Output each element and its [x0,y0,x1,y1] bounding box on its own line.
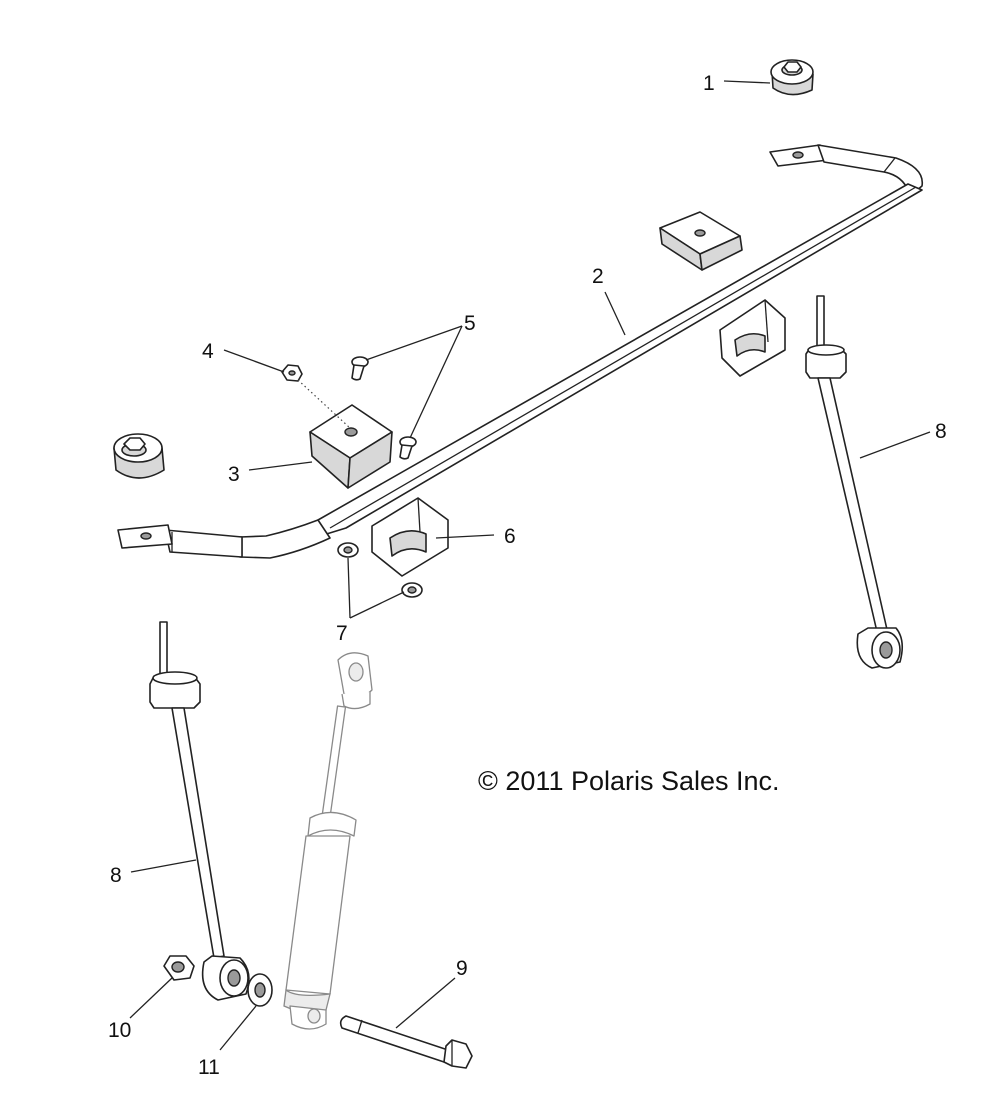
leader-8-right [859,431,931,459]
washer-part-11 [247,973,273,1007]
callout-6: 6 [504,525,516,548]
leader-6 [435,534,495,539]
bushing-part-1 [770,59,814,96]
clamp-lower-right [719,299,786,377]
shock-absorber [283,652,373,1030]
callout-8-left: 8 [110,864,122,887]
leader-4-dotted [297,379,351,429]
callout-8-right: 8 [935,420,947,443]
callout-2: 2 [592,265,604,288]
callout-9: 9 [456,957,468,980]
copyright-notice: © 2011 Polaris Sales Inc. [478,766,780,796]
leader-3 [248,461,313,471]
screw-part-5-lower [399,436,417,460]
leader-7-b [349,591,405,619]
callout-3: 3 [228,463,240,486]
callout-1: 1 [703,72,715,95]
stabilizer-bar-part-2 [117,144,924,559]
bolt-part-9 [339,1015,473,1069]
nut-part-4 [281,364,303,382]
bushing-left [113,433,165,479]
clamp-part-3 [309,404,393,489]
callout-labels: 1 2 3 4 5 6 7 8 8 9 10 11 [108,72,947,1079]
callout-4: 4 [202,340,214,363]
washer-part-7-a [337,542,359,558]
clamp-part-6 [371,497,449,577]
callout-11: 11 [198,1056,220,1079]
leader-lines [129,80,931,1051]
callout-7: 7 [336,622,348,645]
leader-5-a [365,325,463,361]
nut-part-10 [163,955,195,981]
leader-9 [395,977,456,1029]
leader-4 [223,349,285,373]
leader-11 [219,1005,257,1051]
leader-2 [604,291,626,336]
clamp-upper-right [659,211,743,271]
leader-7-a [347,557,351,619]
stabilizer-link-left [149,621,250,1001]
leader-1 [723,80,771,84]
callout-5: 5 [464,312,476,335]
leader-10 [129,977,173,1019]
washer-part-7-b [401,582,423,598]
leader-5-b [409,325,463,439]
screw-part-5-upper [351,356,369,381]
callout-10: 10 [108,1019,131,1042]
stabilizer-link-right [805,295,904,669]
leader-8-left [130,859,197,873]
